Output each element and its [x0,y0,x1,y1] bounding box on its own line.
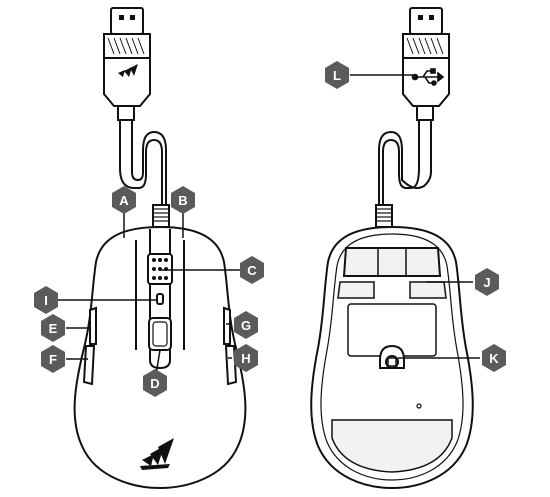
callout-a: A [112,186,136,214]
side-button-right-front[interactable] [223,306,231,345]
status-led [416,403,422,409]
corsair-logo-icon [140,438,174,470]
callout-j: J [475,268,499,296]
callout-f: F [41,345,65,373]
usb-connector-top [103,7,151,121]
callout-a-label: A [119,193,129,208]
callout-i: I [34,286,58,314]
strain-relief-top [152,204,170,228]
side-button-back[interactable] [82,345,96,386]
callout-d: D [143,369,167,397]
callout-g: G [234,311,258,339]
connector-logo-icon [118,64,138,77]
callout-h: H [234,344,258,372]
callout-c: C [240,256,264,284]
side-button-forward[interactable] [89,306,97,345]
sensor-icon [379,344,405,369]
callout-d-label: D [150,376,159,391]
glide-pad-side-left [337,281,375,299]
top-view [73,7,247,490]
callout-e-label: E [49,321,58,336]
usb-symbol-icon [411,68,445,86]
callout-k-label: K [489,351,499,366]
callout-j-label: J [483,275,490,290]
usb-connector-bottom [402,7,450,121]
callout-l: L [325,61,349,89]
cable-top [119,120,167,205]
glide-pad-bottom [331,419,453,473]
callout-h-label: H [241,351,250,366]
dpi-indicator [156,293,164,305]
callout-e: E [41,314,65,342]
side-button-right-rear[interactable] [224,345,238,386]
cable-bottom [378,120,432,205]
callout-b-label: B [178,193,187,208]
callout-k: K [482,344,506,372]
callout-c-label: C [247,263,257,278]
callout-g-label: G [241,318,251,333]
strain-relief-bottom [375,204,393,228]
glide-pad-top [342,247,442,277]
bottom-view [310,7,474,490]
callout-b: B [171,186,195,214]
mouse-body-top [73,225,247,490]
callout-i-label: I [44,293,48,308]
glide-pad-side-right [409,281,447,299]
callout-f-label: F [49,352,57,367]
callout-l-label: L [333,68,341,83]
